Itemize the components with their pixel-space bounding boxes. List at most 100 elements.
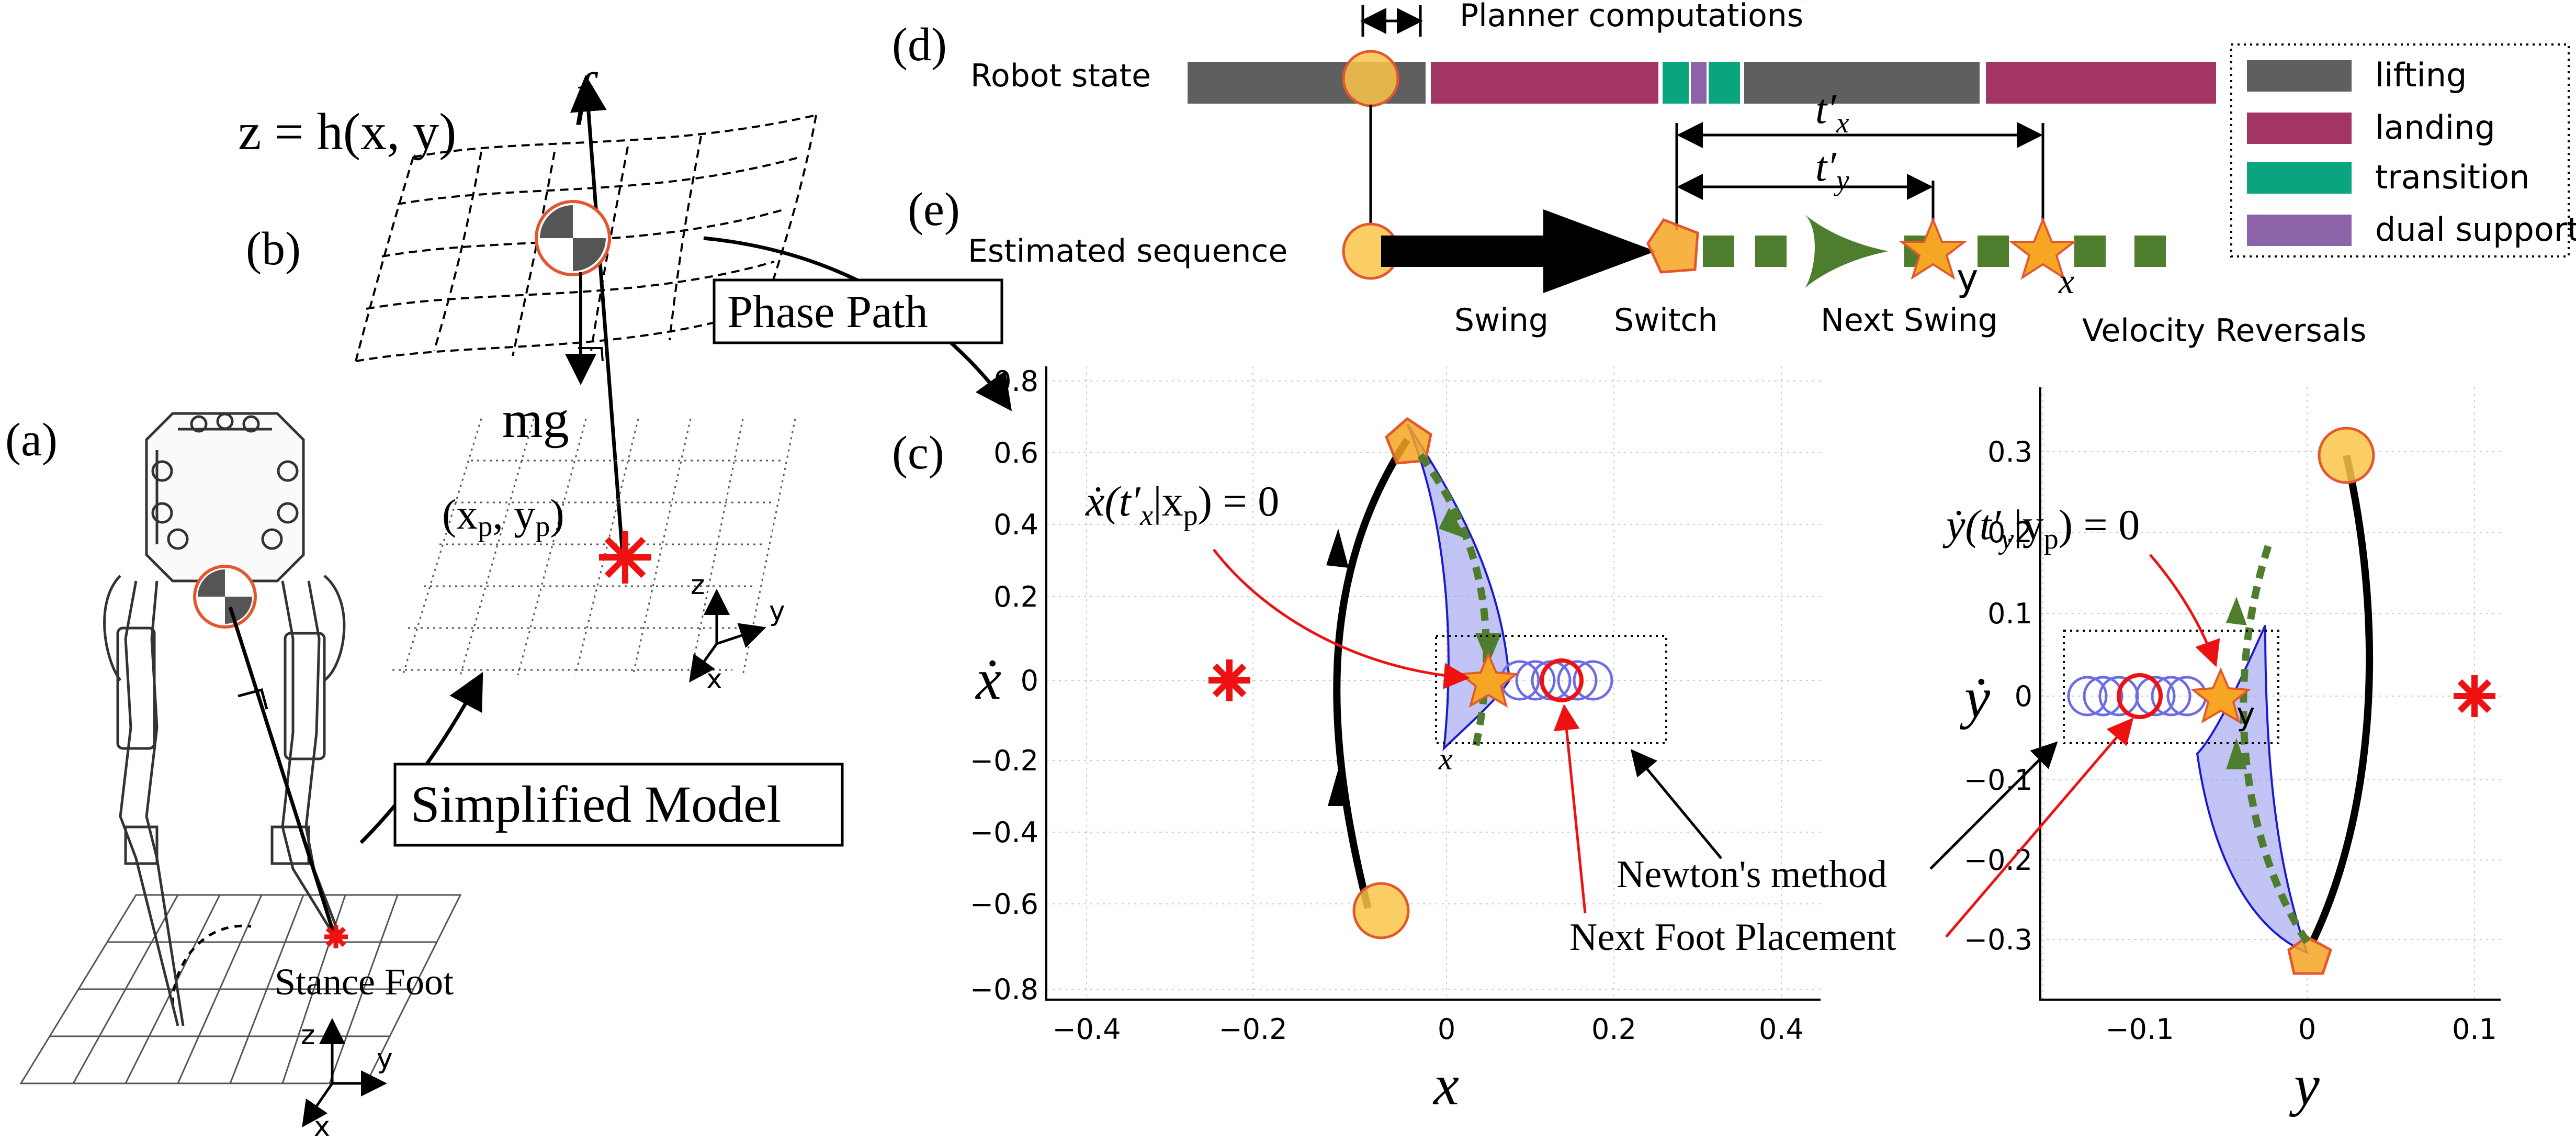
annotation-arrow-y: [2149, 554, 2220, 667]
switch-pentagon-x: [1385, 417, 1432, 465]
predicted-dashes: [1703, 215, 2166, 288]
planner-bracket: [1360, 5, 1423, 37]
next-foot-arrow-y: [1945, 718, 2134, 938]
xtick-label: 0.4: [1759, 1013, 1804, 1046]
phase-plot-y: 0.3 0.2 0.1 0 −0.1 −0.2 −0.3 −0.1 0 0.1 …: [1802, 0, 2501, 1117]
plot-x-grid: [1046, 366, 1821, 1000]
newton-search-box-y: [2063, 630, 2279, 744]
next-foot-label: Next Foot Placement: [1569, 916, 1896, 959]
next-foot-circle-y: [2117, 673, 2163, 719]
simplified-model-label: Simplified Model: [411, 775, 781, 833]
robot-drawing: [103, 412, 346, 1026]
panel-label-c: (c): [892, 427, 944, 479]
timeline: (d) (e) Robot state Planner computations: [892, 0, 2576, 349]
xtick-label: 0.2: [1591, 1013, 1636, 1046]
plot-x-yticks: 0.8 0.6 0.4 0.2 0 −0.2 −0.4 −0.6 −0.8: [970, 365, 1038, 1006]
leg-line: [228, 606, 337, 938]
legend-label-landing: landing: [2375, 108, 2495, 147]
force-arrow: [570, 75, 625, 555]
legend-label-dual-support: dual support: [2375, 210, 2576, 249]
force-label: f: [575, 61, 598, 125]
start-marker-y: [2318, 427, 2375, 484]
timing-dimensions: [1675, 122, 2044, 230]
simplified-model-box: [393, 763, 844, 847]
phase-path-label: Phase Path: [727, 287, 928, 338]
legend-label-transition: transition: [2375, 158, 2529, 196]
small-x-label: x: [1438, 742, 1453, 776]
xtick-label: 0: [1438, 1013, 1455, 1046]
switch-pentagon: [1646, 218, 1699, 274]
phase-plot-x: (c) 0.8 0.6 0.4 0.2 0 −0.2 −0.4 −0.6 −0.…: [892, 365, 1821, 1117]
ytick-label: 0.8: [993, 365, 1038, 398]
legend-swatch-lifting: [2247, 60, 2352, 92]
legend-swatch-dual-support: [2247, 215, 2352, 246]
gravity-label: mg: [502, 390, 569, 449]
left-illustration: (a) (b): [5, 61, 1012, 1142]
surface-equation: z = h(x, y): [238, 103, 456, 161]
panel-label-b: (b): [246, 223, 301, 275]
newton-search-box-x: [1435, 635, 1667, 744]
xtick-label: 0: [2298, 1013, 2316, 1046]
axis-z-label-2: z: [691, 569, 705, 601]
annotation-arrow-x: [1213, 548, 1470, 689]
label-swing: Swing: [1454, 302, 1549, 339]
plot-y-xlabel: y: [2289, 1053, 2320, 1117]
ytick-label: 0: [1021, 664, 1038, 697]
star-x-label: x: [2058, 261, 2074, 301]
planner-label: Planner computations: [1460, 0, 1803, 34]
xtick-label: −0.4: [1052, 1013, 1121, 1046]
robot-state-label: Robot state: [970, 58, 1151, 94]
pred-arrow-x-2: [1475, 633, 1501, 665]
right-angle-mark-2: [578, 347, 604, 362]
label-velocity-reversals: Velocity Reversals: [2082, 312, 2366, 349]
annotation-x: ẋ(t′x|xp) = 0: [1085, 477, 1279, 532]
axis-z-label-1: z: [301, 1020, 315, 1051]
callouts: Newton's method Next Foot Placement: [1553, 704, 2134, 959]
panel-label-a: (a): [5, 414, 58, 466]
stance-foot-star: [324, 925, 348, 948]
current-trajectory-x: [1333, 438, 1410, 909]
axis-x-label-2: x: [706, 664, 722, 695]
newton-arrow-y: [1929, 741, 2058, 870]
ytick-label: 0.2: [993, 580, 1038, 613]
ytick-label: 0.3: [1987, 435, 2032, 468]
plot-y-yticks: 0.3 0.2 0.1 0 −0.1 −0.2 −0.3: [1964, 435, 2032, 956]
uncertainty-region-y: [2196, 625, 2309, 955]
star-x-marker: [2008, 217, 2077, 280]
plot-y-xticks: −0.1 0 0.1: [2105, 1013, 2497, 1046]
estimated-sequence-label: Estimated sequence: [968, 233, 1287, 270]
current-trajectory-y: [2309, 454, 2374, 944]
stance-star-x: [1208, 659, 1250, 701]
small-y-label: y: [2236, 696, 2255, 733]
plot-y-ylabel: ẏ: [1960, 666, 1991, 730]
right-angle-mark: [238, 688, 268, 710]
star-y-marker: [1899, 217, 1968, 280]
star-y-label: y: [1957, 256, 1978, 299]
plot-x-frame: [1045, 366, 1821, 1001]
contact-point-star: [599, 531, 651, 584]
annotation-y: ẏ(t′y|yp) = 0: [1942, 501, 2140, 555]
axes-bottom-left: [302, 1018, 387, 1128]
ytick-label: 0.6: [993, 436, 1038, 469]
xtick-label: −0.1: [2105, 1013, 2174, 1046]
contact-point-label: (xp, yp): [442, 490, 564, 543]
com-marker-robot: [193, 565, 257, 629]
plot-y-frame: [2039, 387, 2501, 1001]
next-foot-circle-x: [1540, 658, 1584, 702]
xtick-label: −0.2: [1218, 1013, 1287, 1046]
legend-swatch-landing: [2247, 113, 2352, 144]
ground-grid: [19, 894, 462, 1084]
swing-arrow: [1381, 209, 1656, 293]
ytick-label: −0.1: [1964, 764, 2032, 797]
state-marker: [1342, 50, 1399, 107]
label-next-swing: Next Swing: [1821, 302, 1998, 339]
plot-x-xticks: −0.4 −0.2 0 0.2 0.4: [1052, 1013, 1804, 1046]
stance-star-y: [2454, 675, 2495, 717]
ytick-label: −0.4: [970, 816, 1038, 849]
ytick-label: 0: [2015, 680, 2032, 713]
phase-path-box: [713, 278, 1003, 344]
label-switch: Switch: [1614, 302, 1718, 339]
pred-arrow-y-1: [2226, 738, 2247, 769]
